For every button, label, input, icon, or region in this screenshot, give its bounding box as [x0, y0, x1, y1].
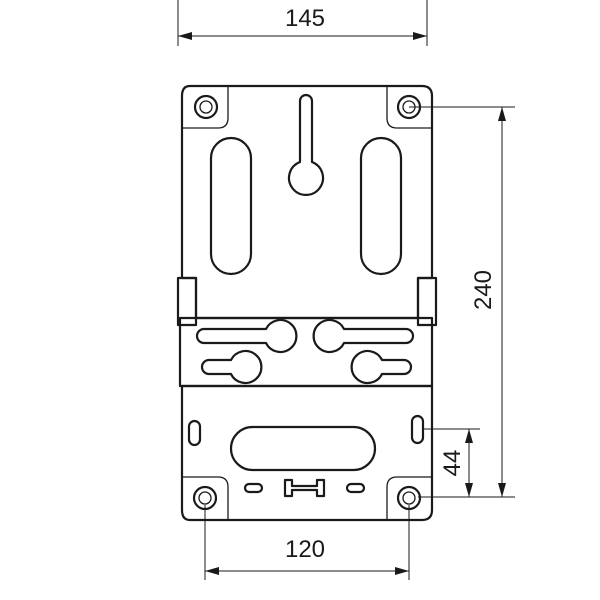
dimension-label-44: 44: [439, 450, 466, 477]
dimension-label-240: 240: [470, 270, 497, 310]
dimension-slot-offset: 44: [422, 428, 480, 497]
corner-hole-top-left: [182, 86, 229, 129]
h-shaped-cutout: [283, 478, 326, 498]
vertical-slot-left: [209, 136, 253, 276]
side-clamp-right: [416, 276, 438, 327]
rail-keyhole-upper-left: [195, 318, 298, 354]
small-slot-left: [187, 419, 202, 447]
dimension-top-width: 145: [177, 0, 428, 46]
dimension-bottom-hole-spacing: 120: [204, 505, 410, 580]
dimension-height: 240: [409, 106, 515, 498]
small-slot-right: [410, 414, 425, 445]
vertical-slot-right: [359, 136, 403, 276]
rail-keyhole-lower-right: [350, 349, 413, 385]
lower-plate: [180, 384, 434, 522]
small-slot-bottom-left: [243, 482, 264, 494]
small-slot-bottom-right: [345, 482, 366, 494]
keyhole-slot: [287, 93, 325, 197]
rail-keyhole-upper-right: [312, 318, 415, 354]
rail-keyhole-lower-left: [200, 349, 263, 385]
dimension-label-145: 145: [285, 5, 325, 32]
horizontal-slot-large: [229, 425, 377, 472]
dimension-label-120: 120: [285, 536, 325, 563]
upper-plate: [180, 84, 434, 320]
side-clamp-left: [176, 276, 198, 327]
